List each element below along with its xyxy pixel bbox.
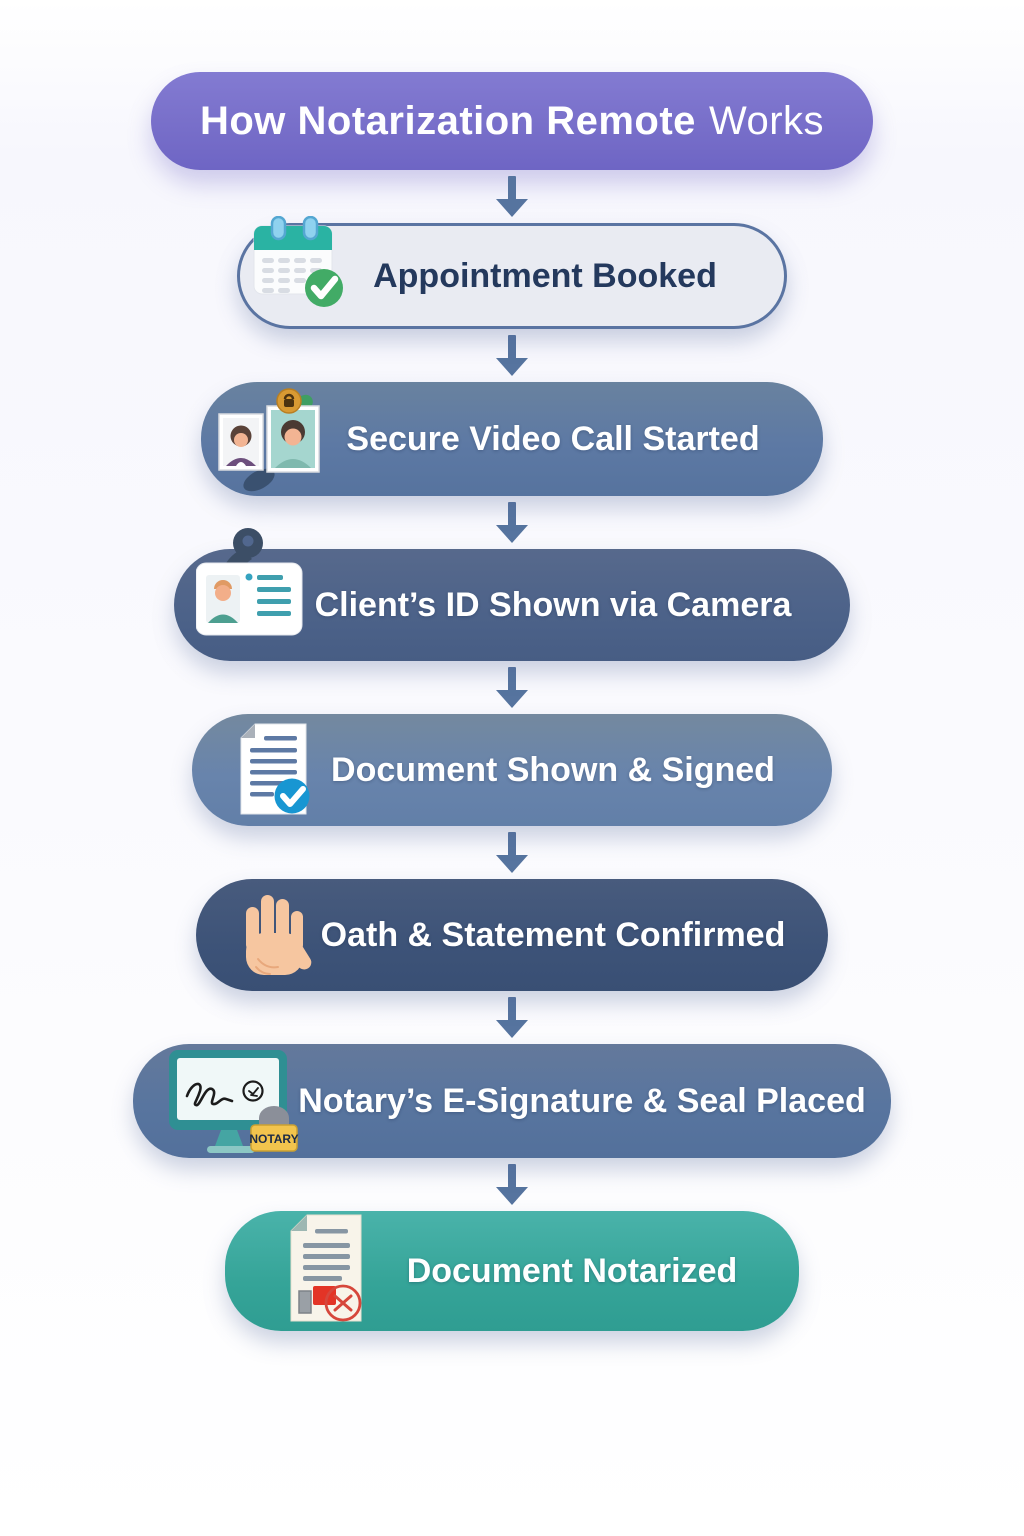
flow-arrow-icon <box>496 667 528 708</box>
raised-hand-icon <box>230 889 322 990</box>
step-document-shown-signed: Document Shown & Signed <box>192 714 832 826</box>
step-label: Secure Video Call Started <box>346 419 760 458</box>
page-title: How Notarization Remote <box>199 98 696 143</box>
step-esignature-seal: NOTARY Notary’s E-Signature & Seal Place… <box>133 1044 891 1158</box>
flow-arrow-icon <box>496 335 528 376</box>
flow-arrow-icon <box>496 832 528 873</box>
flow-arrow-icon <box>496 997 528 1038</box>
step-secure-video-call: Secure Video Call Started <box>201 382 823 496</box>
document-check-icon <box>228 722 320 825</box>
step-document-notarized: Document Notarized <box>225 1211 799 1331</box>
step-label: Document Shown & Signed <box>331 750 775 789</box>
title-banner: How Notarization Remote Works <box>151 72 873 170</box>
flow-arrow-icon <box>496 176 528 217</box>
step-label: Oath & Statement Confirmed <box>320 915 786 954</box>
notary-stamp-text: NOTARY <box>249 1132 298 1146</box>
page-title-suffix: Works <box>708 98 825 143</box>
step-appointment-booked: Appointment Booked <box>237 215 787 329</box>
id-card-key-icon <box>195 527 308 648</box>
step-label: Document Notarized <box>406 1251 738 1290</box>
calendar-check-icon <box>248 215 352 321</box>
step-oath-confirmed: Oath & Statement Confirmed <box>196 879 828 991</box>
step-label: Notary’s E-Signature & Seal Placed <box>298 1081 866 1120</box>
notarized-document-icon <box>277 1213 373 1334</box>
step-label: Appointment Booked <box>373 256 717 295</box>
video-call-lock-icon <box>217 388 329 497</box>
flow-arrow-icon <box>496 502 528 543</box>
notary-monitor-stamp-icon: NOTARY <box>161 1046 311 1163</box>
step-label: Client’s ID Shown via Camera <box>314 585 792 624</box>
step-client-id-camera: Client’s ID Shown via Camera <box>174 528 850 661</box>
flow-arrow-icon <box>496 1164 528 1205</box>
